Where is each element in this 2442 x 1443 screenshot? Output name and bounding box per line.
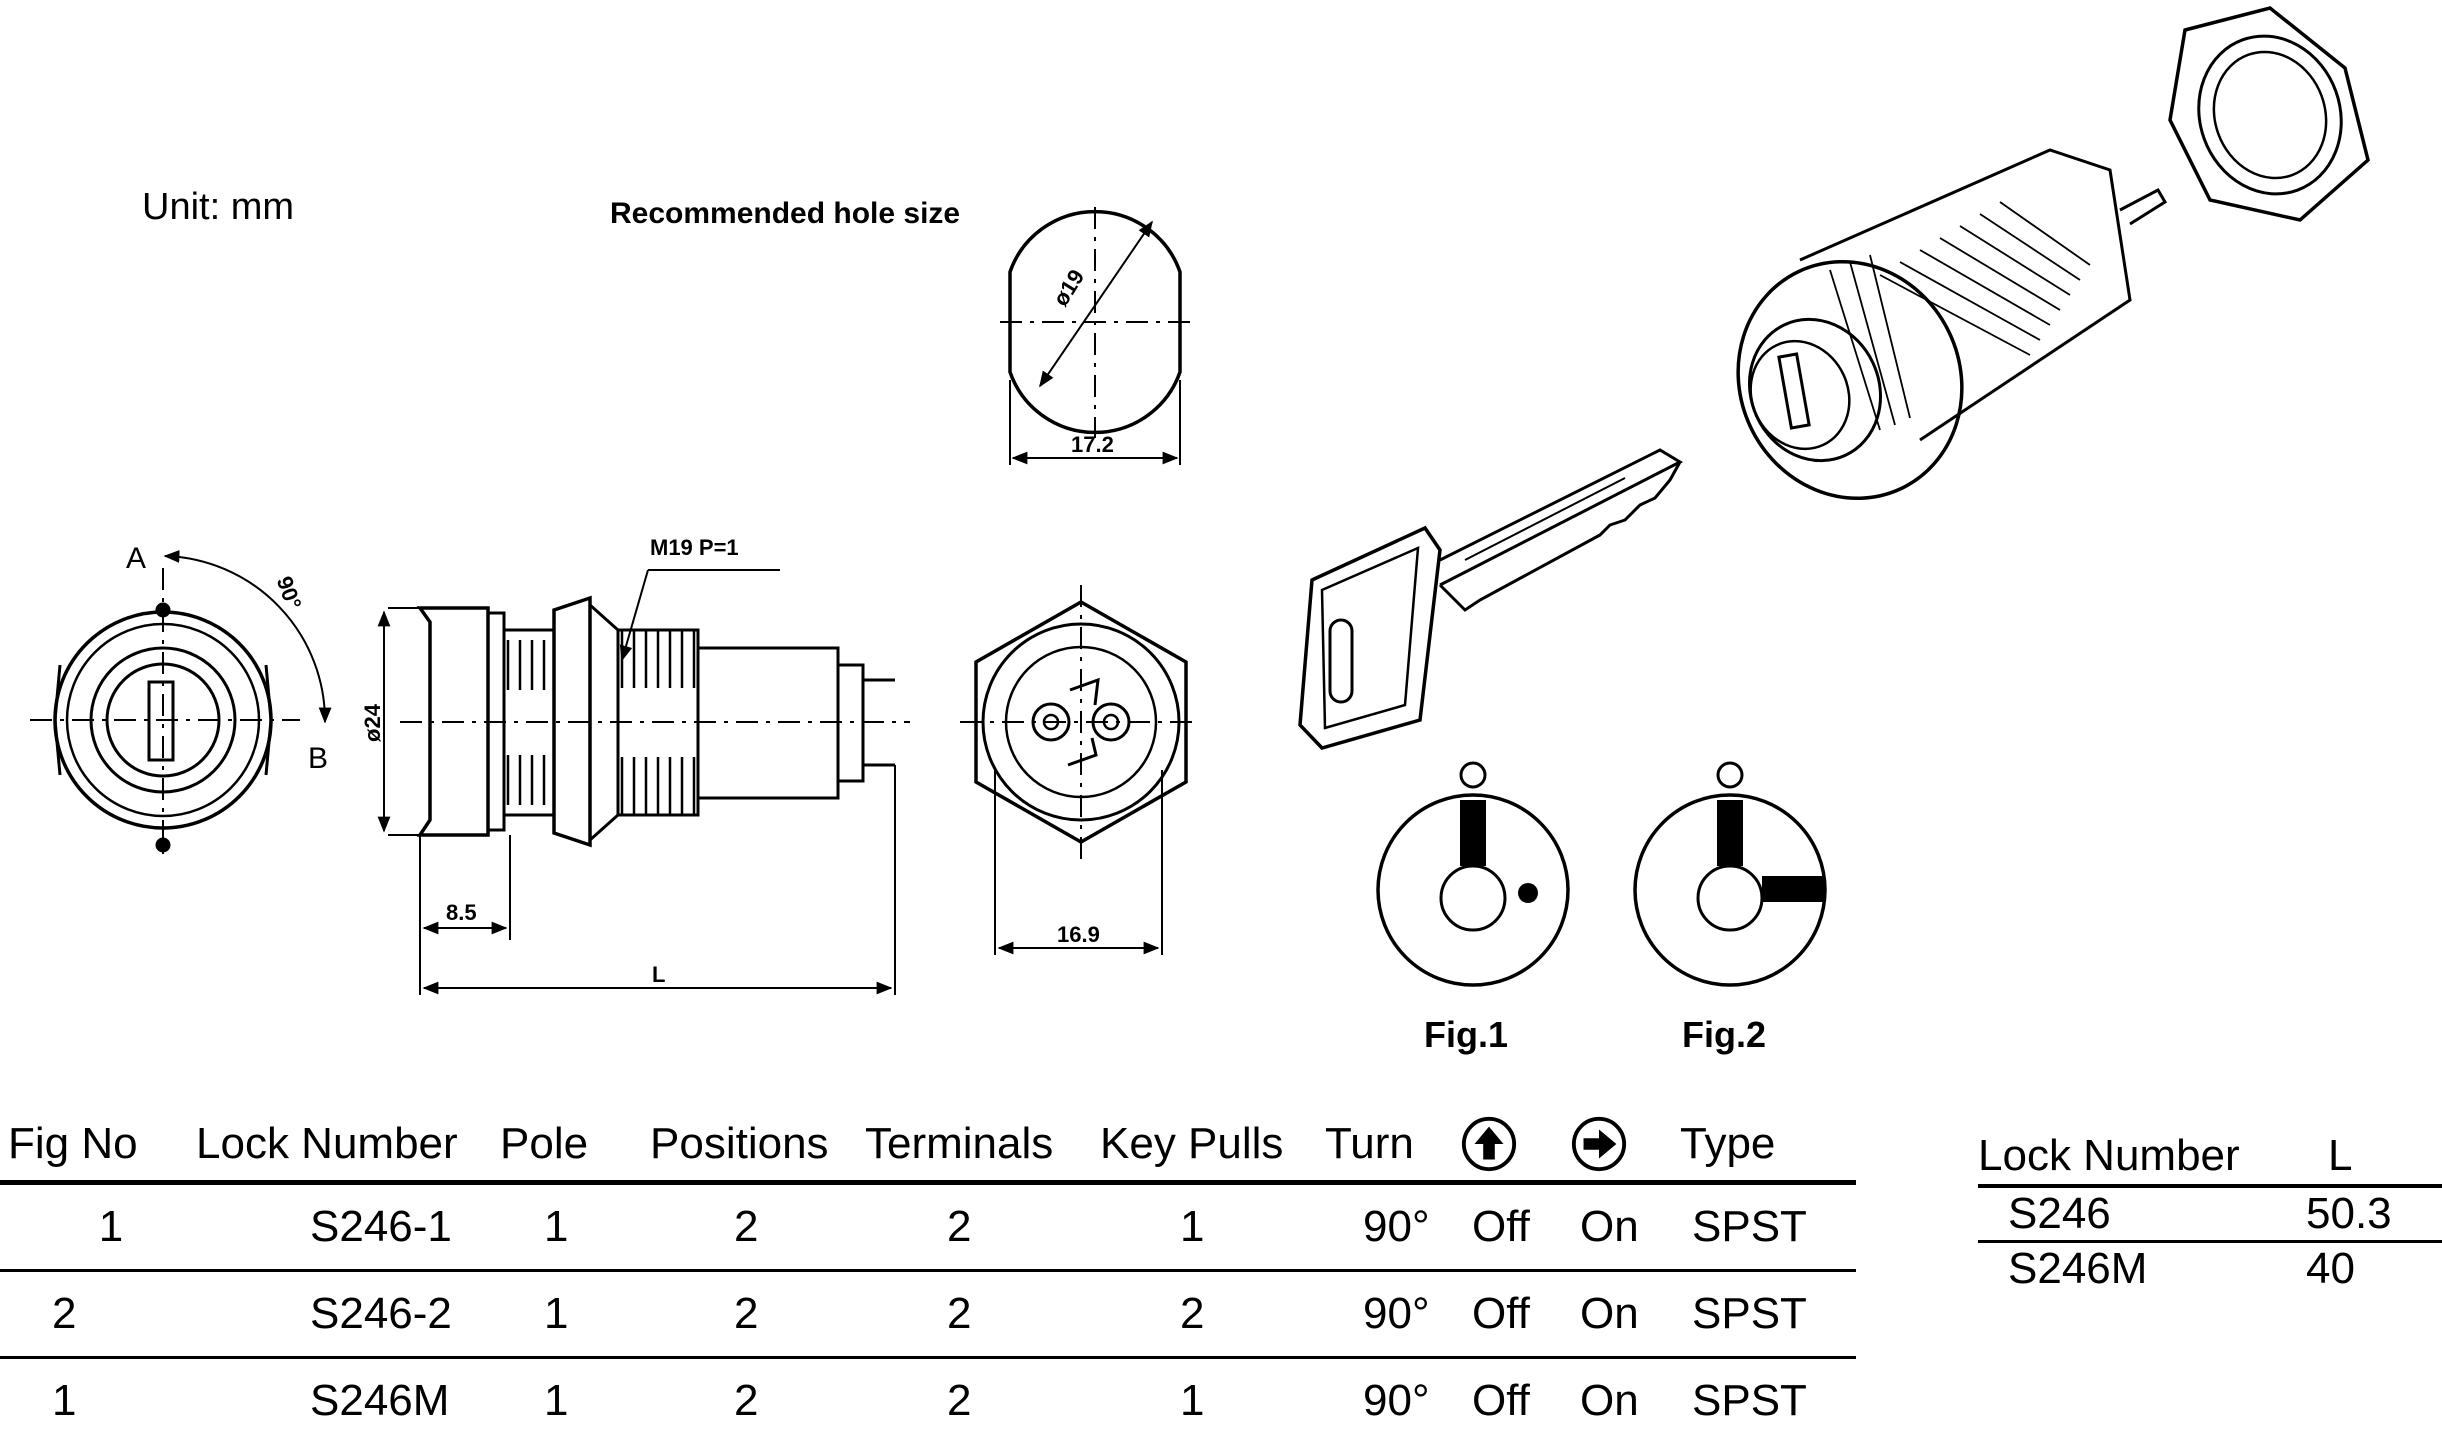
cell-fig-no: 1 [0, 1358, 170, 1443]
fig1-switch-diagram [1378, 763, 1568, 985]
col-position-a [1460, 1108, 1570, 1183]
position-b-label: B [308, 742, 328, 776]
cell-positions: 2 [650, 1358, 865, 1443]
cell-turn: 90° [1325, 1358, 1460, 1443]
cell-position-a: Off [1460, 1183, 1570, 1271]
cell-key-pulls: 1 [1100, 1183, 1325, 1271]
col-terminals: Terminals [865, 1108, 1100, 1183]
cell-lock-number: S246M [170, 1358, 500, 1443]
cell-position-b: On [1570, 1271, 1680, 1358]
length-L-label: L [652, 962, 665, 988]
table-row: 2 S246-2 1 2 2 2 90° Off On SPST [0, 1271, 1856, 1358]
hex-nut-illustration [2170, 8, 2368, 220]
col-turn: Turn [1325, 1108, 1460, 1183]
col-length: L [2268, 1128, 2442, 1186]
lock-body-illustration [1700, 150, 2165, 535]
back-view [960, 585, 1200, 955]
outer-diameter-label: ø24 [360, 704, 386, 742]
col-key-pulls: Key Pulls [1100, 1108, 1325, 1183]
cell-position-a: Off [1460, 1358, 1570, 1443]
col-position-b [1570, 1108, 1680, 1183]
cell-turn: 90° [1325, 1271, 1460, 1358]
cell-key-pulls: 1 [1100, 1358, 1325, 1443]
cell-positions: 2 [650, 1183, 865, 1271]
table-row: S246M 40 [1978, 1242, 2442, 1296]
cell-length: 50.3 [2268, 1186, 2442, 1242]
col-fig-no: Fig No [0, 1108, 170, 1183]
col-lock-number: Lock Number [170, 1108, 500, 1183]
key-illustration [1300, 450, 1680, 748]
cell-type: SPST [1680, 1271, 1856, 1358]
thread-label: M19 P=1 [650, 535, 739, 561]
cell-type: SPST [1680, 1183, 1856, 1271]
hole-width-label: 17.2 [1071, 432, 1114, 458]
col-type: Type [1680, 1108, 1856, 1183]
cell-key-pulls: 2 [1100, 1271, 1325, 1358]
width-169-label: 16.9 [1057, 922, 1100, 948]
specification-table: Fig No Lock Number Pole Positions Termin… [0, 1108, 1856, 1443]
cell-terminals: 2 [865, 1358, 1100, 1443]
up-arrow-circle-icon [1460, 1115, 1518, 1173]
cell-pole: 1 [500, 1183, 650, 1271]
lock-table-header: Lock Number L [1978, 1128, 2442, 1186]
cell-position-a: Off [1460, 1271, 1570, 1358]
cell-turn: 90° [1325, 1183, 1460, 1271]
side-view [384, 570, 910, 995]
cell-pole: 1 [500, 1358, 650, 1443]
cell-type: SPST [1680, 1358, 1856, 1443]
fig1-label: Fig.1 [1424, 1014, 1508, 1056]
table-row: S246 50.3 [1978, 1186, 2442, 1242]
cell-terminals: 2 [865, 1271, 1100, 1358]
cell-fig-no: 1 [0, 1183, 170, 1271]
cell-pole: 1 [500, 1271, 650, 1358]
col-lock-number: Lock Number [1978, 1128, 2268, 1186]
cell-lock-number: S246 [1978, 1186, 2268, 1242]
cell-lock-number: S246-2 [170, 1271, 500, 1358]
fig2-switch-diagram [1635, 763, 1825, 985]
cell-lock-number: S246-1 [170, 1183, 500, 1271]
recommended-hole-label: Recommended hole size [610, 197, 960, 231]
recommended-hole-view [1000, 207, 1190, 465]
position-a-label: A [126, 542, 146, 576]
length-85-label: 8.5 [446, 900, 477, 926]
unit-label: Unit: mm [142, 186, 294, 229]
cell-terminals: 2 [865, 1183, 1100, 1271]
spec-table-header: Fig No Lock Number Pole Positions Termin… [0, 1108, 1856, 1183]
cell-length: 40 [2268, 1242, 2442, 1296]
lock-length-table: Lock Number L S246 50.3 S246M 40 [1978, 1128, 2442, 1295]
table-row: 1 S246-1 1 2 2 1 90° Off On SPST [0, 1183, 1856, 1271]
cell-position-b: On [1570, 1358, 1680, 1443]
cell-fig-no: 2 [0, 1271, 170, 1358]
cell-lock-number: S246M [1978, 1242, 2268, 1296]
table-row: 1 S246M 1 2 2 1 90° Off On SPST [0, 1358, 1856, 1443]
right-arrow-circle-icon [1570, 1115, 1628, 1173]
col-positions: Positions [650, 1108, 865, 1183]
cell-position-b: On [1570, 1183, 1680, 1271]
fig2-label: Fig.2 [1682, 1014, 1766, 1056]
cell-positions: 2 [650, 1271, 865, 1358]
col-pole: Pole [500, 1108, 650, 1183]
